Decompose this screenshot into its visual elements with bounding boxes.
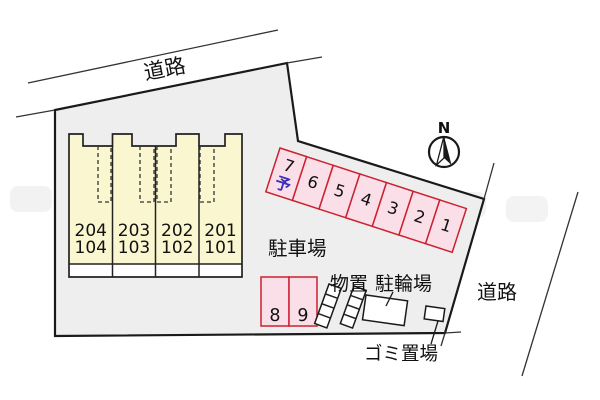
entry-dashed-outline <box>156 146 172 203</box>
north-arrow: N <box>427 119 461 169</box>
parking-space-1 <box>424 198 468 254</box>
bicycle-parking-label: 駐輪場 <box>375 273 432 295</box>
storage-shed <box>339 285 368 329</box>
parking-lot-label: 駐車場 <box>268 238 327 260</box>
bicycle-parking-area <box>361 294 409 327</box>
garbage-leader-line <box>430 320 439 345</box>
north-label: N <box>438 119 451 137</box>
road-edge-line-top <box>27 29 279 84</box>
parking-row-lower: 8 9 <box>260 276 318 327</box>
boundary-extension-bottom <box>444 331 462 334</box>
unit-label-upper: 203 <box>118 221 150 241</box>
parking-space-9 <box>288 276 318 327</box>
garbage-box <box>423 305 446 323</box>
parking-row-angled: 7 予 6 5 4 3 2 1 <box>264 147 468 254</box>
boundary-extension-right-top <box>483 162 495 200</box>
road-edge-line-right <box>521 191 579 377</box>
storage-shed <box>313 283 343 329</box>
entry-dashed-outline <box>139 146 155 203</box>
unit-label-upper: 204 <box>75 221 107 241</box>
boundary-extension-top-right <box>286 56 323 64</box>
unit-label-lower: 104 <box>75 238 107 258</box>
unit-label-upper: 201 <box>204 221 236 241</box>
entry-dashed-outline <box>97 146 112 203</box>
unit-label-lower: 103 <box>118 238 150 258</box>
storage-label: 物置 <box>330 273 368 295</box>
building: 204 104 203 103 202 102 201 101 <box>68 133 243 278</box>
road-label-right: 道路 <box>477 281 517 304</box>
unit-label-lower: 101 <box>204 238 236 258</box>
entry-dashed-outline <box>199 146 215 203</box>
boundary-extension-right-bottom <box>440 332 446 347</box>
parking-space-8 <box>260 276 290 327</box>
boundary-extension-left <box>15 109 56 118</box>
parking-space-number: 8 <box>269 306 280 326</box>
building-outline <box>68 133 243 278</box>
unit-label-upper: 202 <box>161 221 193 241</box>
parking-space-number: 9 <box>297 306 308 326</box>
garbage-area-label: ゴミ置場 <box>364 343 438 364</box>
reserved-tag: 予 <box>272 173 293 196</box>
bicycle-leader-line <box>385 291 394 307</box>
road-label-top: 道路 <box>142 54 188 85</box>
unit-label-lower: 102 <box>161 238 193 258</box>
